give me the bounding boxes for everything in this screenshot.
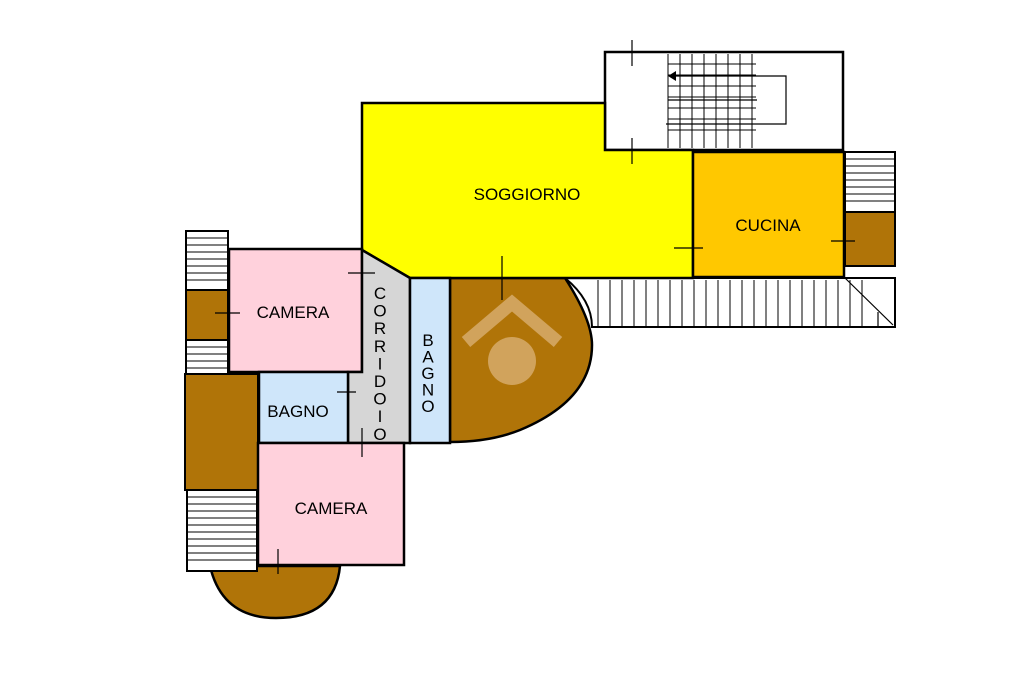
label-letter: D [374, 372, 386, 391]
label-letter: O [421, 397, 434, 416]
label-letter: O [373, 425, 386, 444]
room-cucina [691, 150, 846, 279]
terrace-round-bottom [208, 564, 342, 620]
room-bagno-left [257, 370, 350, 445]
labels: SOGGIORNO CUCINA CAMERA BAGNO CAMERA COR… [257, 185, 802, 518]
label-letter: O [373, 302, 386, 321]
door-marks [215, 40, 855, 574]
label-letter: A [422, 348, 434, 367]
label-letter: O [373, 390, 386, 409]
label-soggiorno: SOGGIORNO [474, 185, 581, 204]
label-letter: R [374, 319, 386, 338]
balcony-left-bottom [186, 489, 258, 572]
rooms [227, 101, 846, 567]
terrace-left-small [185, 289, 229, 341]
staircase [603, 50, 845, 152]
label-bagno-vertical: BAGNO [421, 331, 434, 416]
label-letter: B [422, 331, 433, 350]
label-letter: N [422, 381, 434, 400]
label-letter: C [374, 284, 386, 303]
label-camera-upper: CAMERA [257, 303, 330, 322]
label-cucina: CUCINA [735, 216, 801, 235]
label-letter: G [421, 364, 434, 383]
stair-block [603, 50, 845, 152]
label-camera-lower: CAMERA [295, 499, 368, 518]
terrace-right-small [844, 211, 896, 267]
room-camera-lower [256, 441, 406, 567]
label-letter: I [378, 354, 383, 373]
label-letter: I [378, 407, 383, 426]
terrace-left-large [184, 373, 259, 491]
balcony-right-top [844, 151, 896, 213]
balcony-left-mid [185, 339, 229, 375]
room-bagno-vertical [408, 276, 452, 445]
label-bagno-left: BAGNO [267, 402, 328, 421]
balcony-left-top [185, 230, 229, 291]
stair-arrow-icon [668, 71, 676, 81]
house-logo-watermark-icon [461, 294, 563, 385]
label-letter: R [374, 337, 386, 356]
balconies [185, 151, 896, 572]
